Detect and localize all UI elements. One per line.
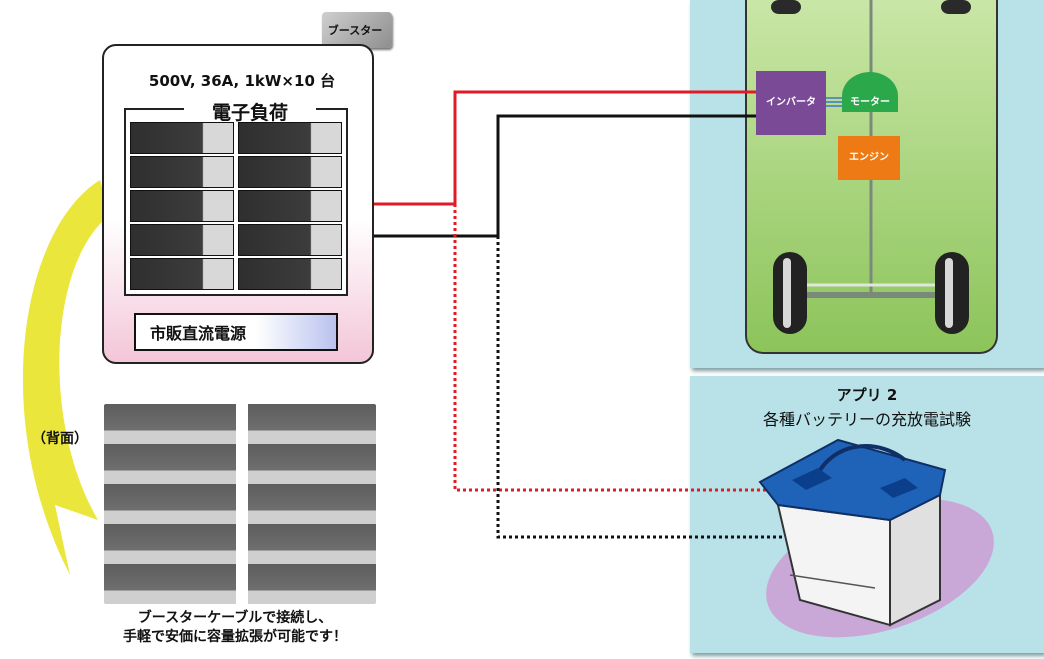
battery-positive-dotted xyxy=(453,204,812,492)
engine-box: エンジン xyxy=(838,136,900,180)
booster-tag: ブースター xyxy=(327,24,383,37)
negative-line xyxy=(356,114,756,238)
back-view-label: （背面） xyxy=(32,431,88,447)
app2-title: アプリ 2 xyxy=(836,386,898,404)
inverter-label: インバータ xyxy=(766,97,816,108)
caption-line-1: ブースターケーブルで接続し、 xyxy=(137,610,333,626)
battery-handle xyxy=(818,444,907,472)
positive-line xyxy=(356,90,756,206)
load-spec: 500V, 36A, 1kW×10 台 xyxy=(148,72,336,90)
rack-units xyxy=(130,122,342,290)
booster-badge-bg xyxy=(322,12,392,48)
caption-line-2: 手軽で安価に容量拡張が可能です！ xyxy=(123,629,347,645)
front-left-wheel xyxy=(771,0,801,14)
motor-shape xyxy=(842,72,898,112)
inverter-box: インバータ xyxy=(756,71,826,135)
app2-subtitle: 各種バッテリーの充放電試験 xyxy=(762,410,971,429)
rear-view-photo xyxy=(104,404,376,604)
dc-power-supply: 市販直流電源 xyxy=(134,313,338,351)
load-title: 電子負荷 xyxy=(184,98,316,125)
front-right-wheel xyxy=(941,0,971,14)
battery-negative-dotted xyxy=(496,236,875,539)
booster-caption: ブースターケーブルで接続し、 手軽で安価に容量拡張が可能です！ xyxy=(84,609,386,647)
yellow-arrow xyxy=(22,180,110,575)
battery-top xyxy=(758,438,947,522)
engine-label: エンジン xyxy=(849,152,889,163)
motor-label: モーター xyxy=(850,97,890,108)
